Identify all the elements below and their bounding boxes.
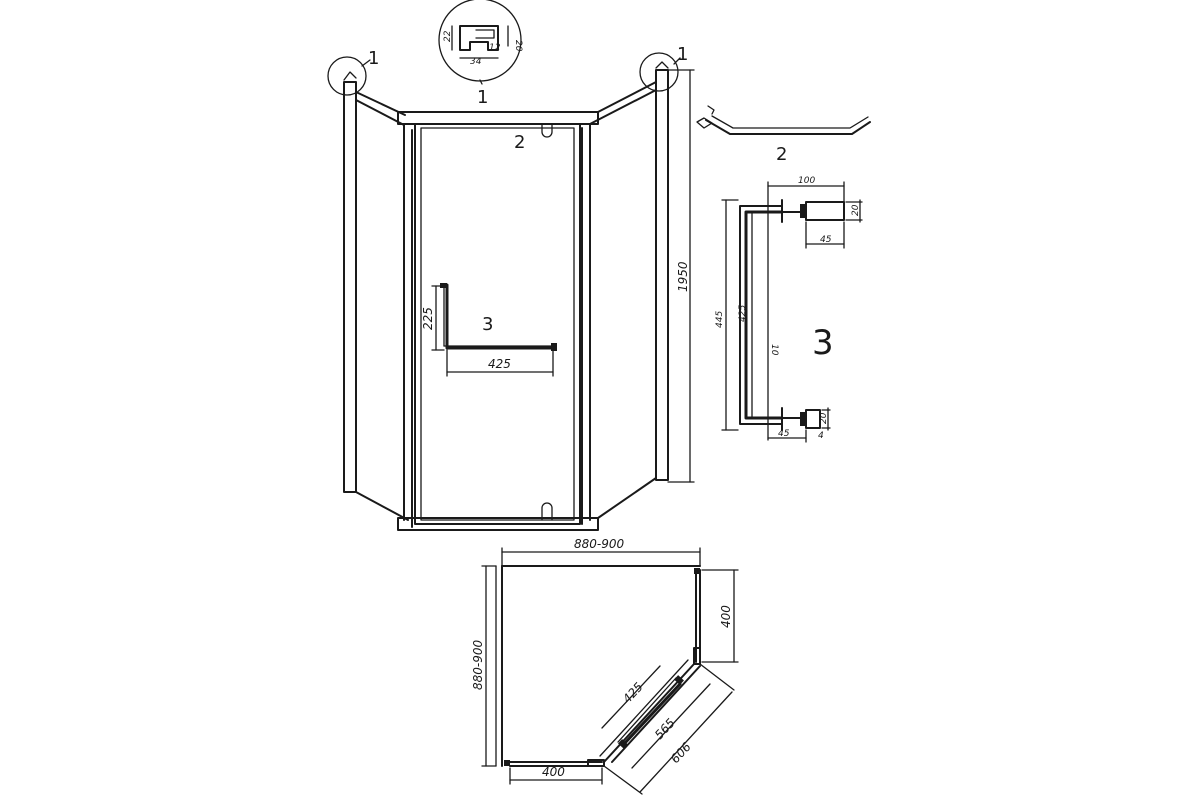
door-panel xyxy=(397,111,599,531)
dimension-plan-right: 400 xyxy=(719,605,733,628)
dimension-plan-depth: 880-900 xyxy=(471,639,485,690)
dimension-profile-right: 20 xyxy=(513,40,523,52)
callout-label-handle: 3 xyxy=(482,314,493,335)
dimension-plan-bottom: 400 xyxy=(542,765,565,779)
dimension-profile-inner: 12 xyxy=(489,43,501,53)
plan-view: 880-900 880-900 400 400 425 565 606 xyxy=(471,537,739,795)
profile-callout-circle-right xyxy=(639,52,679,92)
right-fixed-panel xyxy=(581,61,669,525)
dimension-handle-offset: 100 xyxy=(798,176,815,186)
callout-label-handle-detail: 3 xyxy=(812,323,834,363)
callout-label-hinge-detail: 2 xyxy=(776,144,787,165)
dimension-handle-inner: 425 xyxy=(738,305,748,322)
dimension-plan-handle: 425 xyxy=(620,680,646,706)
dimension-profile-height: 22 xyxy=(443,30,453,42)
dimension-plan-door-opening: 606 xyxy=(668,739,694,766)
dimension-profile-width: 34 xyxy=(470,57,482,67)
dimension-mount-depth-top: 45 xyxy=(820,235,832,245)
hinge-detail: 2 xyxy=(696,105,871,165)
front-elevation: 1 1 2 225 425 3 1950 xyxy=(327,44,695,531)
handle-detail: 100 20 45 445 425 10 20 45 4 3 xyxy=(715,176,863,443)
profile-detail: 22 20 34 12 1 xyxy=(438,0,523,108)
dimension-mount-thickness: 4 xyxy=(818,431,824,441)
callout-label-profile-left: 1 xyxy=(368,48,379,69)
door-handle: 225 425 3 xyxy=(421,283,557,377)
dimension-handle-height: 225 xyxy=(421,307,435,330)
dimension-plan-door-width: 565 xyxy=(652,716,678,742)
dimension-mount-height-bottom: 20 xyxy=(819,412,829,424)
dimension-mount-depth-bottom: 45 xyxy=(778,429,790,439)
callout-label-profile-right: 1 xyxy=(677,44,688,65)
profile-callout-circle-left xyxy=(327,56,367,96)
dimension-bar-diameter: 10 xyxy=(769,344,779,356)
callout-label-hinge: 2 xyxy=(514,132,525,153)
left-fixed-panel xyxy=(343,71,413,528)
profile-detail-caption: 1 xyxy=(477,87,488,108)
dimension-handle-width: 425 xyxy=(488,357,511,371)
dimension-mount-height-top: 20 xyxy=(851,204,861,216)
dimension-plan-width: 880-900 xyxy=(574,537,625,551)
dimension-height: 1950 xyxy=(676,261,690,292)
dimension-handle-total: 445 xyxy=(715,311,725,328)
height-dimension: 1950 xyxy=(667,69,695,483)
